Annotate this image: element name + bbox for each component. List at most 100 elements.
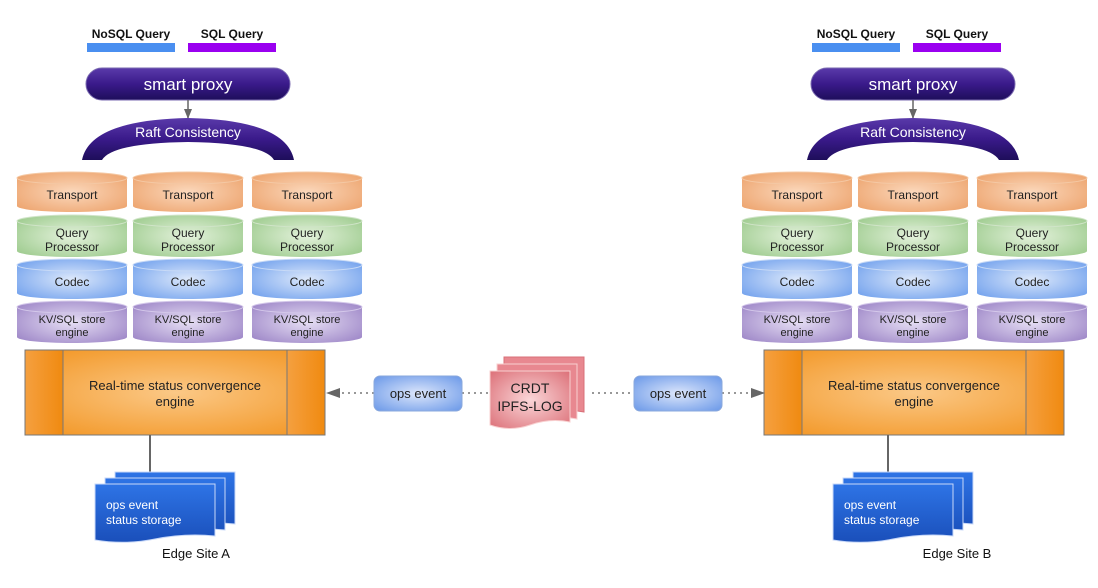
engine-label-line1: Real-time status convergence [89, 378, 261, 393]
query-processor-label-line2: Processor [770, 240, 824, 254]
query-legend: NoSQL Query SQL Query [812, 27, 1001, 52]
ops-event-box-a: ops event [373, 375, 463, 412]
query-processor-label-line2: Processor [1005, 240, 1059, 254]
smart-proxy-label: smart proxy [144, 75, 233, 94]
query-processor-label-line1: Query [781, 226, 814, 240]
transport-layer: Transport [132, 171, 244, 212]
smart-proxy: smart proxy [810, 67, 1016, 101]
sql-query-swatch [188, 43, 276, 52]
nosql-query-label: NoSQL Query [92, 27, 171, 41]
storage-label-line1: ops event [844, 498, 897, 512]
smart-proxy: smart proxy [85, 67, 291, 101]
smart-proxy-label: smart proxy [869, 75, 958, 94]
nosql-query-label: NoSQL Query [817, 27, 896, 41]
query-processor-label-line1: Query [56, 226, 89, 240]
transport-label: Transport [888, 188, 940, 202]
ops-event-label-b: ops event [650, 386, 707, 401]
codec-layer: Codec [857, 258, 969, 299]
query-legend: NoSQL Query SQL Query [87, 27, 276, 52]
store-engine-label-line2: engine [171, 327, 204, 339]
transport-layer: Transport [741, 171, 853, 212]
sql-query-label: SQL Query [926, 27, 989, 41]
codec-label: Codec [780, 275, 815, 289]
store-engine-label-line1: KV/SQL store [39, 314, 106, 326]
raft-consistency-label: Raft Consistency [135, 124, 241, 140]
crdt-sync-group: ops event ops event CRDT IPFS-LOG [326, 356, 765, 429]
ops-event-label-a: ops event [390, 386, 447, 401]
query-processor-label-line2: Processor [45, 240, 99, 254]
storage-label-line1: ops event [106, 498, 159, 512]
codec-layer: Codec [976, 258, 1088, 299]
codec-layer: Codec [16, 258, 128, 299]
store-engine-label-line1: KV/SQL store [155, 314, 222, 326]
query-processor-label-line2: Processor [886, 240, 940, 254]
transport-label: Transport [1007, 188, 1059, 202]
crdt-label: CRDT [511, 380, 550, 396]
edge-site-label: Edge Site B [923, 546, 992, 561]
sql-query-label: SQL Query [201, 27, 264, 41]
transport-label: Transport [163, 188, 215, 202]
raft-consistency-label: Raft Consistency [860, 124, 966, 140]
store-engine-label-line2: engine [1015, 327, 1048, 339]
codec-layer: Codec [132, 258, 244, 299]
raft-consistency-arch: Raft Consistency [82, 118, 294, 160]
query-processor-label-line1: Query [897, 226, 930, 240]
codec-label: Codec [896, 275, 931, 289]
engine-label-line2: engine [894, 394, 933, 409]
transport-label: Transport [282, 188, 334, 202]
codec-layer: Codec [741, 258, 853, 299]
transport-layer: Transport [16, 171, 128, 212]
transport-label: Transport [772, 188, 824, 202]
transport-layer: Transport [251, 171, 363, 212]
transport-label: Transport [47, 188, 99, 202]
raft-consistency-arch: Raft Consistency [807, 118, 1019, 160]
nosql-query-swatch [812, 43, 900, 52]
codec-layer: Codec [251, 258, 363, 299]
ipfs-log-label: IPFS-LOG [497, 398, 562, 414]
query-processor-label-line2: Processor [161, 240, 215, 254]
query-processor-label-line1: Query [291, 226, 324, 240]
engine-label-line2: engine [155, 394, 194, 409]
query-processor-label-line1: Query [1016, 226, 1049, 240]
storage-label-line2: status storage [106, 513, 182, 527]
ops-event-box-b: ops event [633, 375, 723, 412]
store-engine-label-line1: KV/SQL store [764, 314, 831, 326]
crdt-ipfs-log-document: CRDT IPFS-LOG [489, 356, 585, 429]
codec-label: Codec [171, 275, 206, 289]
edge-site-label: Edge Site A [162, 546, 230, 561]
nosql-query-swatch [87, 43, 175, 52]
transport-layer: Transport [857, 171, 969, 212]
store-engine-label-line2: engine [55, 327, 88, 339]
sql-query-swatch [913, 43, 1001, 52]
query-processor-label-line1: Query [172, 226, 205, 240]
store-engine-label-line2: engine [896, 327, 929, 339]
storage-label-line2: status storage [844, 513, 920, 527]
codec-label: Codec [1015, 275, 1050, 289]
transport-layer: Transport [976, 171, 1088, 212]
store-engine-label-line1: KV/SQL store [999, 314, 1066, 326]
engine-label-line1: Real-time status convergence [828, 378, 1000, 393]
